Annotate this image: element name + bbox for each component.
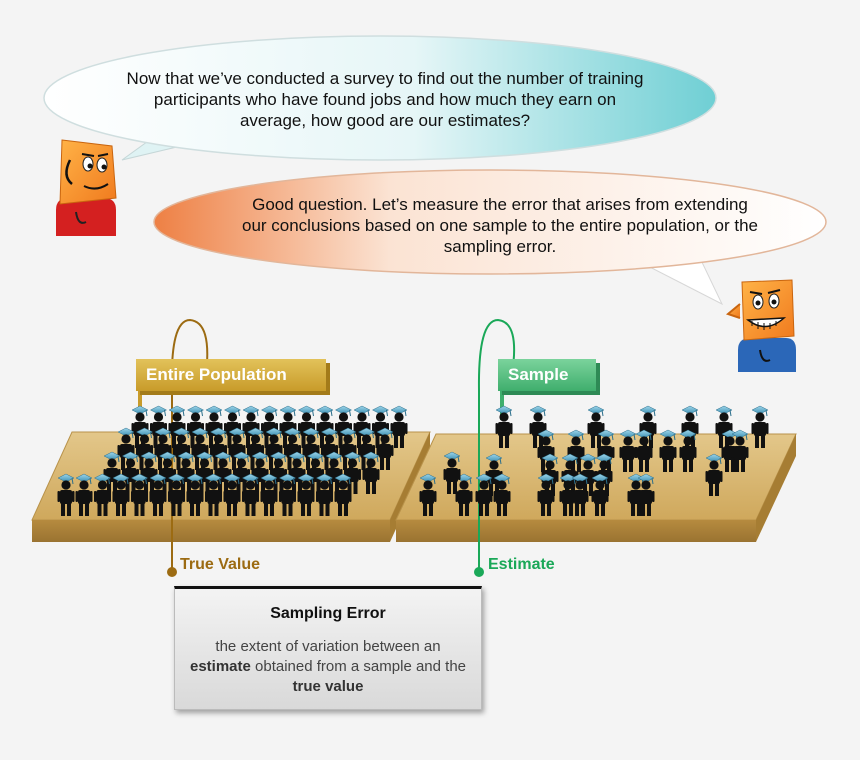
estimate-label: Estimate — [488, 556, 555, 574]
true-value-label: True Value — [180, 556, 260, 574]
desc-part-2: obtained from a sample and the — [255, 658, 466, 675]
sample-label: Sample — [498, 359, 596, 391]
estimate-dot — [474, 567, 484, 577]
desc-part-1: the extent of variation between an — [215, 638, 440, 655]
desc-bold-true-value: true value — [293, 678, 364, 695]
character-2 — [728, 280, 796, 372]
true-value-dot — [167, 567, 177, 577]
answer-text: Good question. Let’s measure the error t… — [240, 194, 760, 257]
sampling-error-box: Sampling Error the extent of variation b… — [174, 586, 482, 710]
sampling-error-title: Sampling Error — [175, 605, 481, 623]
character-1 — [56, 140, 116, 236]
population-label: Entire Population — [136, 359, 326, 391]
question-text: Now that we’ve conducted a survey to fin… — [120, 68, 650, 131]
sampling-error-description: the extent of variation between an estim… — [189, 637, 467, 697]
desc-bold-estimate: estimate — [190, 658, 251, 675]
